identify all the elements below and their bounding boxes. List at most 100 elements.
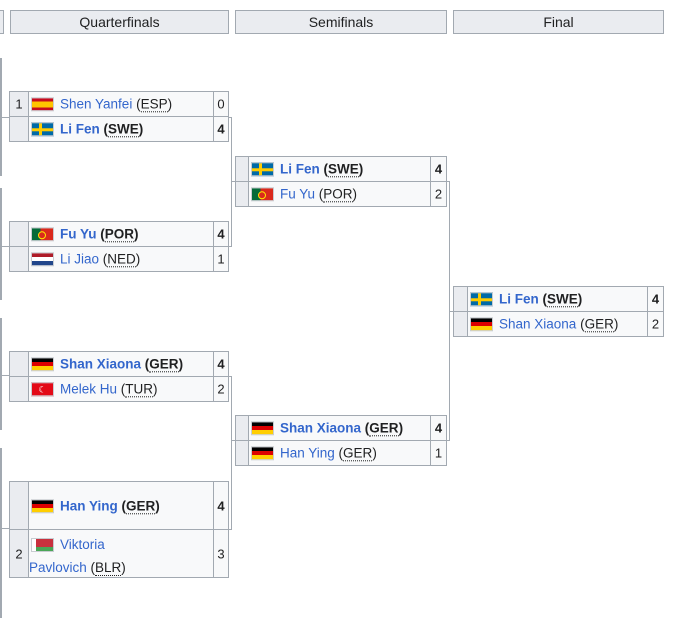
final-team1: Li Fen (SWE) — [467, 286, 648, 312]
player-name-link[interactable]: Fu Yu — [280, 186, 316, 202]
bracket-stub — [0, 117, 10, 118]
sweden-flag-icon — [251, 162, 274, 177]
player-name-link[interactable]: Li Fen — [280, 161, 320, 177]
seed-cell — [9, 221, 29, 247]
seed-cell — [453, 311, 468, 337]
bracket-connector — [231, 440, 236, 441]
player-name-link[interactable]: Pavlovich — [29, 560, 87, 575]
qf4-team1: Han Ying (GER) — [28, 481, 214, 530]
turkey-flag-icon: ☾ — [31, 382, 54, 397]
bracket-stub — [0, 246, 10, 247]
bracket-stub — [0, 375, 10, 376]
score-cell: 2 — [647, 311, 664, 337]
country-code[interactable]: SWE — [328, 161, 359, 178]
sf1-team2: Fu Yu (POR) — [248, 181, 431, 207]
score-cell: 1 — [213, 246, 229, 272]
score-cell: 2 — [430, 181, 447, 207]
player-name-link[interactable]: Fu Yu — [60, 226, 97, 242]
sweden-flag-icon — [31, 122, 54, 137]
germany-flag-icon — [251, 421, 274, 436]
qf3-team1: Shan Xiaona (GER) — [28, 351, 214, 377]
seed-cell — [9, 351, 29, 377]
germany-flag-icon — [470, 317, 493, 332]
germany-flag-icon — [31, 357, 54, 372]
bracket-connector — [229, 246, 232, 247]
seed-cell: 2 — [9, 529, 29, 578]
country-code[interactable]: TUR — [125, 381, 154, 398]
country-code[interactable]: GER — [584, 316, 614, 333]
seed-cell — [9, 246, 29, 272]
country-code[interactable]: ESP — [140, 96, 168, 113]
header-semifinals: Semifinals — [235, 10, 447, 34]
score-cell: 4 — [213, 481, 229, 530]
seed-cell — [235, 415, 249, 441]
country-code[interactable]: NED — [107, 251, 136, 268]
seed-cell — [235, 440, 249, 466]
bracket-connector — [229, 117, 232, 118]
qf1-team2: Li Fen (SWE) — [28, 116, 214, 142]
player-name-link[interactable]: Shen Yanfei — [60, 96, 133, 112]
portugal-flag-icon — [31, 227, 54, 242]
score-cell: 0 — [213, 91, 229, 117]
score-cell: 4 — [430, 415, 447, 441]
player-name-link[interactable]: Li Jiao — [60, 251, 100, 267]
header-final: Final — [453, 10, 664, 34]
bracket-connector — [447, 181, 450, 182]
country-code[interactable]: POR — [104, 226, 135, 243]
prev-round-header-stub — [0, 10, 4, 34]
country-code[interactable]: SWE — [108, 121, 139, 138]
player-name-link[interactable]: Han Ying — [60, 497, 118, 513]
seed-number: 1 — [15, 96, 23, 112]
country-code[interactable]: SWE — [547, 291, 578, 308]
country-code[interactable]: BLR — [95, 560, 122, 576]
country-code[interactable]: GER — [126, 497, 156, 514]
bracket-connector — [231, 117, 232, 247]
score-cell: 4 — [213, 351, 229, 377]
bracket-stub — [0, 318, 2, 430]
player-name-link[interactable]: Shan Xiaona — [60, 356, 142, 372]
score-cell: 4 — [213, 221, 229, 247]
netherlands-flag-icon — [31, 252, 54, 267]
bracket-connector — [231, 181, 236, 182]
player-name-link[interactable]: Li Fen — [60, 121, 100, 137]
seed-number: 2 — [15, 546, 23, 561]
bracket-stub — [0, 188, 2, 300]
sf2-team1: Shan Xiaona (GER) — [248, 415, 431, 441]
spain-flag-icon — [31, 97, 54, 112]
qf3-team2: ☾Melek Hu (TUR) — [28, 376, 214, 402]
bracket-connector — [449, 311, 454, 312]
germany-flag-icon — [31, 499, 54, 514]
seed-cell — [9, 376, 29, 402]
country-code[interactable]: GER — [343, 445, 373, 462]
seed-cell: 1 — [9, 91, 29, 117]
qf2-team1: Fu Yu (POR) — [28, 221, 214, 247]
score-cell: 4 — [430, 156, 447, 182]
player-name-link[interactable]: Li Fen — [499, 291, 539, 307]
bracket-stub — [0, 448, 2, 618]
country-code[interactable]: POR — [323, 186, 353, 203]
bracket-connector — [229, 376, 232, 377]
score-cell: 3 — [213, 529, 229, 578]
germany-flag-icon — [251, 446, 274, 461]
sf1-team1: Li Fen (SWE) — [248, 156, 431, 182]
bracket-connector — [231, 376, 232, 530]
final-team2: Shan Xiaona (GER) — [467, 311, 648, 337]
portugal-flag-icon — [251, 187, 274, 202]
player-name-link[interactable]: Shan Xiaona — [499, 316, 577, 332]
bracket-connector — [447, 440, 450, 441]
seed-cell — [235, 156, 249, 182]
qf2-team2: Li Jiao (NED) — [28, 246, 214, 272]
header-quarterfinals: Quarterfinals — [10, 10, 229, 34]
player-name-link[interactable]: Han Ying — [280, 445, 335, 461]
bracket-connector — [229, 529, 232, 530]
country-code[interactable]: GER — [369, 420, 399, 437]
player-name-link[interactable]: Viktoria — [60, 537, 105, 552]
country-code[interactable]: GER — [149, 356, 179, 373]
seed-cell — [453, 286, 468, 312]
belarus-flag-icon — [31, 538, 54, 553]
player-name-link[interactable]: Melek Hu — [60, 381, 118, 397]
score-cell: 4 — [647, 286, 664, 312]
player-name-link[interactable]: Shan Xiaona — [280, 420, 362, 436]
qf1-team1: Shen Yanfei (ESP) — [28, 91, 214, 117]
sweden-flag-icon — [470, 292, 493, 307]
